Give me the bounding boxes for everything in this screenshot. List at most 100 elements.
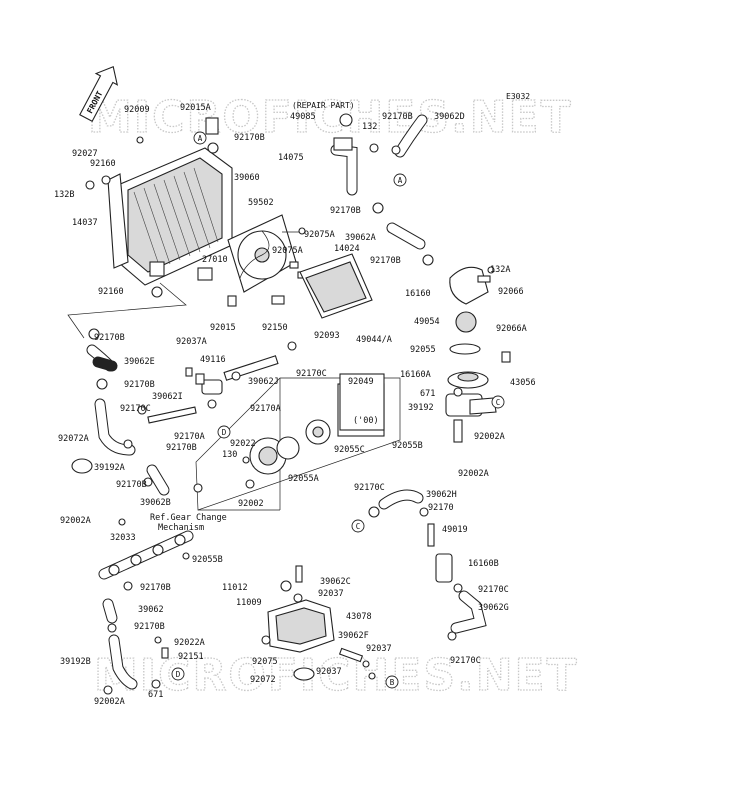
part-number-label: 92170B xyxy=(370,256,401,266)
part-number-label: 39062A xyxy=(345,233,376,243)
part-number-label: 14024 xyxy=(334,244,360,254)
part-number-label: 16160 xyxy=(405,289,431,299)
callout-c-hose: C xyxy=(351,519,365,533)
part-number-label: 92055 xyxy=(410,345,436,355)
tank-drawing xyxy=(261,565,376,681)
cover-drawing xyxy=(299,253,373,319)
part-number-label: 92055B xyxy=(392,441,423,451)
part-number-label: 92066 xyxy=(498,287,524,297)
part-number-label: 92170B xyxy=(166,443,197,453)
detail-box xyxy=(339,373,385,431)
part-number-label: 92055C xyxy=(334,445,365,455)
part-number-label: 92022 xyxy=(230,439,256,449)
part-number-label: 132B xyxy=(54,190,74,200)
watermark: MICROFICHES.NET MICROFICHES.NET xyxy=(87,91,577,701)
part-number-label: 39062D xyxy=(434,112,465,122)
part-number-label: 32033 xyxy=(110,533,136,543)
part-number-label: 92170C xyxy=(120,404,151,414)
part-number-label: 92022A xyxy=(174,638,205,648)
svg-text:D: D xyxy=(176,670,181,679)
part-number-label: 39192A xyxy=(94,463,125,473)
part-number-label: 92015A xyxy=(180,103,211,113)
svg-text:C: C xyxy=(496,398,501,407)
part-number-label: 39062J xyxy=(248,377,279,387)
right-parts-drawing xyxy=(368,489,487,641)
diagram-code: E3032 xyxy=(506,92,530,101)
part-number-label: 39062F xyxy=(338,631,369,641)
part-number-label: 49054 xyxy=(414,317,440,327)
part-number-label: 92170B xyxy=(116,480,147,490)
part-number-label: 92170C xyxy=(354,483,385,493)
part-number-label: 92170B xyxy=(124,380,155,390)
callout-b-tank: B xyxy=(385,675,399,689)
part-number-label: 132A xyxy=(490,265,510,275)
part-number-label: 92037 xyxy=(316,667,342,677)
part-number-label: 49085 xyxy=(290,112,316,122)
ref-line-1: Ref.Gear Change xyxy=(150,513,227,523)
part-number-label: 92150 xyxy=(262,323,288,333)
watermark-top: MICROFICHES.NET xyxy=(88,92,573,143)
part-number-label: 92009 xyxy=(124,105,150,115)
svg-text:A: A xyxy=(398,176,403,185)
part-number-label: 92055B xyxy=(192,555,223,565)
part-number-label: 49019 xyxy=(442,525,468,535)
part-number-label: 92170C xyxy=(296,369,327,379)
part-number-label: 11009 xyxy=(236,598,262,608)
part-number-label: 11012 xyxy=(222,583,248,593)
part-number-label: 39062I xyxy=(152,392,183,402)
part-number-label: 92072A xyxy=(58,434,89,444)
callout-d-pump: D xyxy=(217,425,231,439)
part-number-label: 16160A xyxy=(400,370,431,380)
part-number-label: 14037 xyxy=(72,218,98,228)
part-number-label: 27010 xyxy=(202,255,228,265)
left-hoses-drawing xyxy=(71,328,170,496)
part-number-label: 39192B xyxy=(60,657,91,667)
svg-text:C: C xyxy=(356,522,361,531)
part-number-label: 92002A xyxy=(60,516,91,526)
svg-text:B: B xyxy=(390,678,395,687)
part-number-label: 92002A xyxy=(474,432,505,442)
thermostat-drawing xyxy=(330,113,511,443)
part-number-label: 39062E xyxy=(124,357,155,367)
part-number-label: 49116 xyxy=(200,355,226,365)
part-number-label: 92160 xyxy=(98,287,124,297)
svg-text:D: D xyxy=(222,428,227,437)
ref-line-2: Mechanism xyxy=(158,523,204,533)
part-number-label: 16160B xyxy=(468,559,499,569)
part-number-label: 92049 xyxy=(348,377,374,387)
part-number-label: 92015 xyxy=(210,323,236,333)
part-number-label: 671 xyxy=(420,389,435,399)
part-number-label: 132 xyxy=(362,122,377,132)
part-number-label: 130 xyxy=(222,450,237,460)
callout-d-bottom: D xyxy=(171,667,185,681)
part-number-label: 92055A xyxy=(288,474,319,484)
part-number-label: 92170 xyxy=(428,503,454,513)
part-number-label: 92072 xyxy=(250,675,276,685)
callout-a-top: A xyxy=(193,131,207,145)
part-number-label: 43078 xyxy=(346,612,372,622)
part-number-label: 59502 xyxy=(248,198,274,208)
part-number-label: 39060 xyxy=(234,173,260,183)
part-number-label: 92170C xyxy=(450,656,481,666)
part-number-label: 49044/A xyxy=(356,335,392,345)
part-number-label: 92170B xyxy=(382,112,413,122)
part-number-label: 92170A xyxy=(250,404,281,414)
part-number-label: 92151 xyxy=(178,652,204,662)
callout-a-right: A xyxy=(393,173,407,187)
radiator-drawing xyxy=(67,117,233,339)
part-number-label: 39062 xyxy=(138,605,164,615)
svg-text:A: A xyxy=(198,134,203,143)
part-number-label: 92027 xyxy=(72,149,98,159)
part-number-label: 92002A xyxy=(458,469,489,479)
part-number-label: 92170B xyxy=(330,206,361,216)
repair-part-label: (REPAIR PART) xyxy=(292,101,355,110)
part-number-label: 92170C xyxy=(478,585,509,595)
pipe-drawing xyxy=(98,518,194,695)
part-number-label: 92170A xyxy=(174,432,205,442)
part-number-label: 39062H xyxy=(426,490,457,500)
part-number-label: 92037 xyxy=(366,644,392,654)
part-number-label: 43056 xyxy=(510,378,536,388)
part-number-label: 92170B xyxy=(140,583,171,593)
